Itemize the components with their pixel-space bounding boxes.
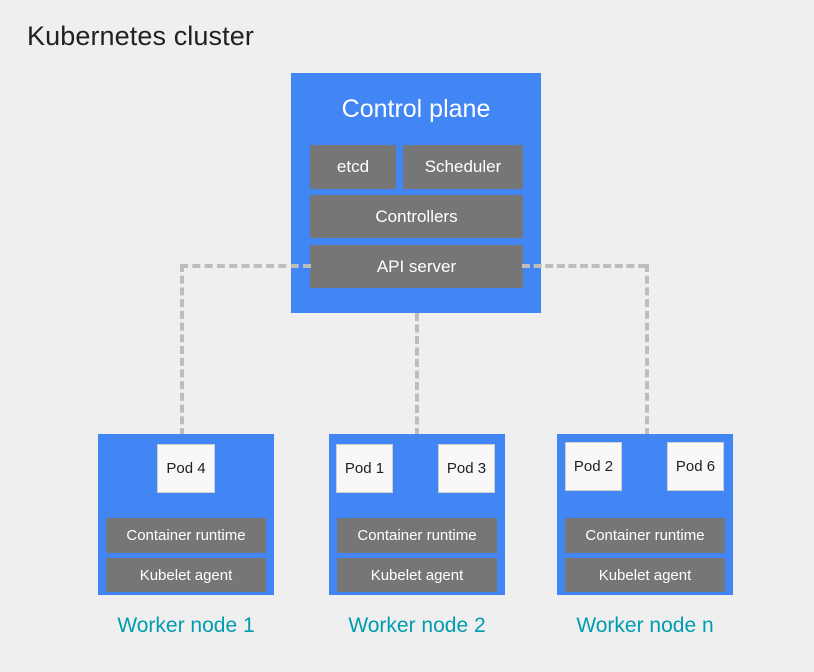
control-plane-component-api-server: API server xyxy=(310,245,523,288)
pod-box: Pod 3 xyxy=(438,444,495,493)
page-title: Kubernetes cluster xyxy=(27,21,254,51)
worker-node-n-container-runtime: Container runtime xyxy=(565,518,725,553)
worker-node-n-kubelet-agent: Kubelet agent xyxy=(565,558,725,592)
pod-box: Pod 6 xyxy=(667,442,724,491)
worker-node-1-label: Worker node 1 xyxy=(117,614,255,637)
connector-api-server-to-worker-node-n-vertical xyxy=(645,264,649,436)
pod-box: Pod 2 xyxy=(565,442,622,491)
connector-api-server-to-worker-node-n-horizontal xyxy=(522,264,646,268)
worker-node-n-label: Worker node n xyxy=(576,614,714,637)
control-plane-component-scheduler: Scheduler xyxy=(403,145,523,189)
worker-node-1-kubelet-agent: Kubelet agent xyxy=(106,558,266,592)
connector-api-server-to-worker-node-1-horizontal xyxy=(180,264,311,268)
connector-api-server-to-worker-node-1-vertical xyxy=(180,264,184,436)
control-plane-component-controllers: Controllers xyxy=(310,195,523,238)
connector-control-plane-to-worker-node-2 xyxy=(415,313,419,436)
pod-box: Pod 4 xyxy=(157,444,215,493)
control-plane-component-etcd: etcd xyxy=(310,145,396,189)
worker-node-1-container-runtime: Container runtime xyxy=(106,518,266,553)
worker-node-2-label: Worker node 2 xyxy=(348,614,486,637)
worker-node-2-kubelet-agent: Kubelet agent xyxy=(337,558,497,592)
pod-box: Pod 1 xyxy=(336,444,393,493)
control-plane-title: Control plane xyxy=(341,95,491,123)
worker-node-2-container-runtime: Container runtime xyxy=(337,518,497,553)
